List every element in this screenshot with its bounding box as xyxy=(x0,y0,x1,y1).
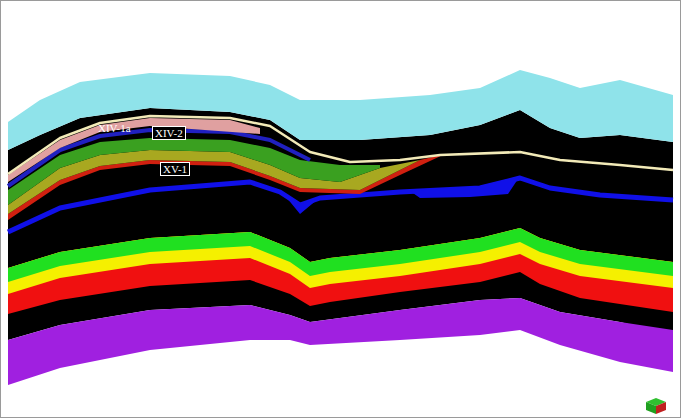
pink-layer xyxy=(8,118,260,182)
red-layer xyxy=(8,228,673,314)
green-layer xyxy=(8,228,673,282)
yellow-layer xyxy=(8,228,673,294)
cream-horizon xyxy=(8,116,673,174)
dark-layer xyxy=(8,108,673,340)
purple-layer xyxy=(8,298,673,385)
layer-label: XV-1 xyxy=(160,162,190,176)
layer-label: XIV-1a xyxy=(98,122,131,134)
blue-lens xyxy=(282,192,318,214)
cyan-layer xyxy=(8,70,673,150)
blue-lens xyxy=(410,176,520,198)
orientation-icon xyxy=(646,398,666,414)
layer-label: XIV-2 xyxy=(152,126,186,140)
